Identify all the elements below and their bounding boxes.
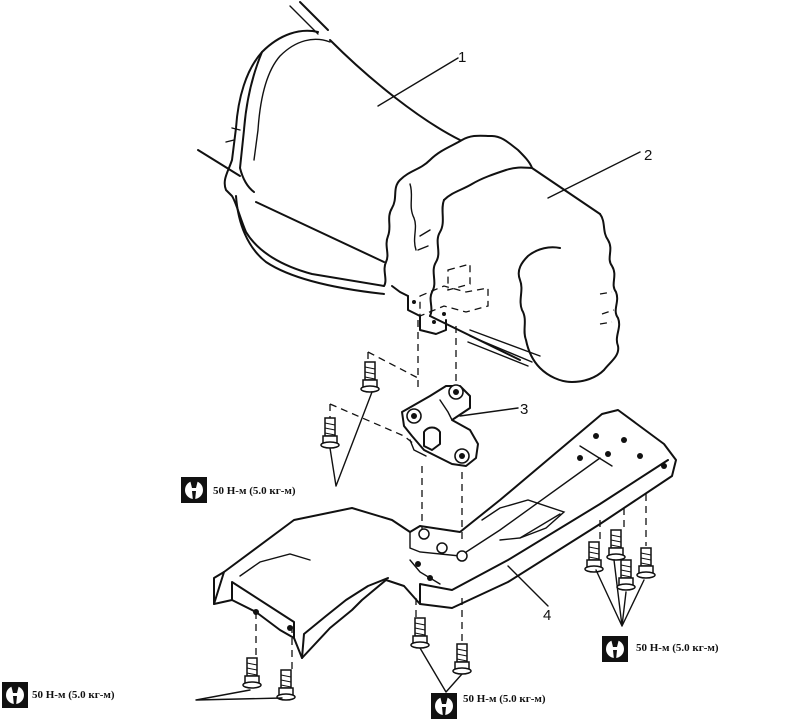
- callout-numbers: 1 2 3 4: [458, 49, 652, 624]
- torque-text: 50 Н-м (5.0 кг-м): [32, 689, 115, 701]
- leader-lines: [195, 57, 645, 701]
- bolt: [616, 559, 636, 591]
- callout-4: 4: [543, 607, 551, 624]
- callout-3: 3: [520, 401, 528, 418]
- torque-wrench-icon: [2, 682, 28, 708]
- torque-text: 50 Н-м (5.0 кг-м): [463, 693, 546, 705]
- torque-wrench-icon: [602, 636, 628, 662]
- bolt: [320, 417, 340, 449]
- torque-wrench-icon: [431, 693, 457, 719]
- torque-spec-center: 50 Н-м (5.0 кг-м): [431, 693, 546, 719]
- torque-text: 50 Н-м (5.0 кг-м): [213, 485, 296, 497]
- callout-1: 1: [458, 49, 466, 66]
- transmission-mount: [401, 384, 479, 467]
- crossmember: [213, 409, 677, 659]
- torque-spec-left: 50 Н-м (5.0 кг-м): [2, 682, 115, 708]
- bolt: [360, 361, 380, 393]
- bolt: [276, 669, 296, 701]
- torque-text: 50 Н-м (5.0 кг-м): [636, 642, 719, 654]
- bolt: [584, 541, 604, 573]
- torque-spec-mount: 50 Н-м (5.0 кг-м): [181, 477, 296, 503]
- bolt: [452, 643, 472, 675]
- bolt: [606, 529, 626, 561]
- callout-2: 2: [644, 147, 652, 164]
- torque-spec-rear-right: 50 Н-м (5.0 кг-м): [602, 636, 719, 662]
- torque-wrench-icon: [181, 477, 207, 503]
- bolt: [636, 547, 656, 579]
- transmission-housing: [197, 1, 621, 383]
- bolt: [242, 657, 262, 689]
- bolt: [410, 617, 430, 649]
- bolts: [242, 361, 656, 701]
